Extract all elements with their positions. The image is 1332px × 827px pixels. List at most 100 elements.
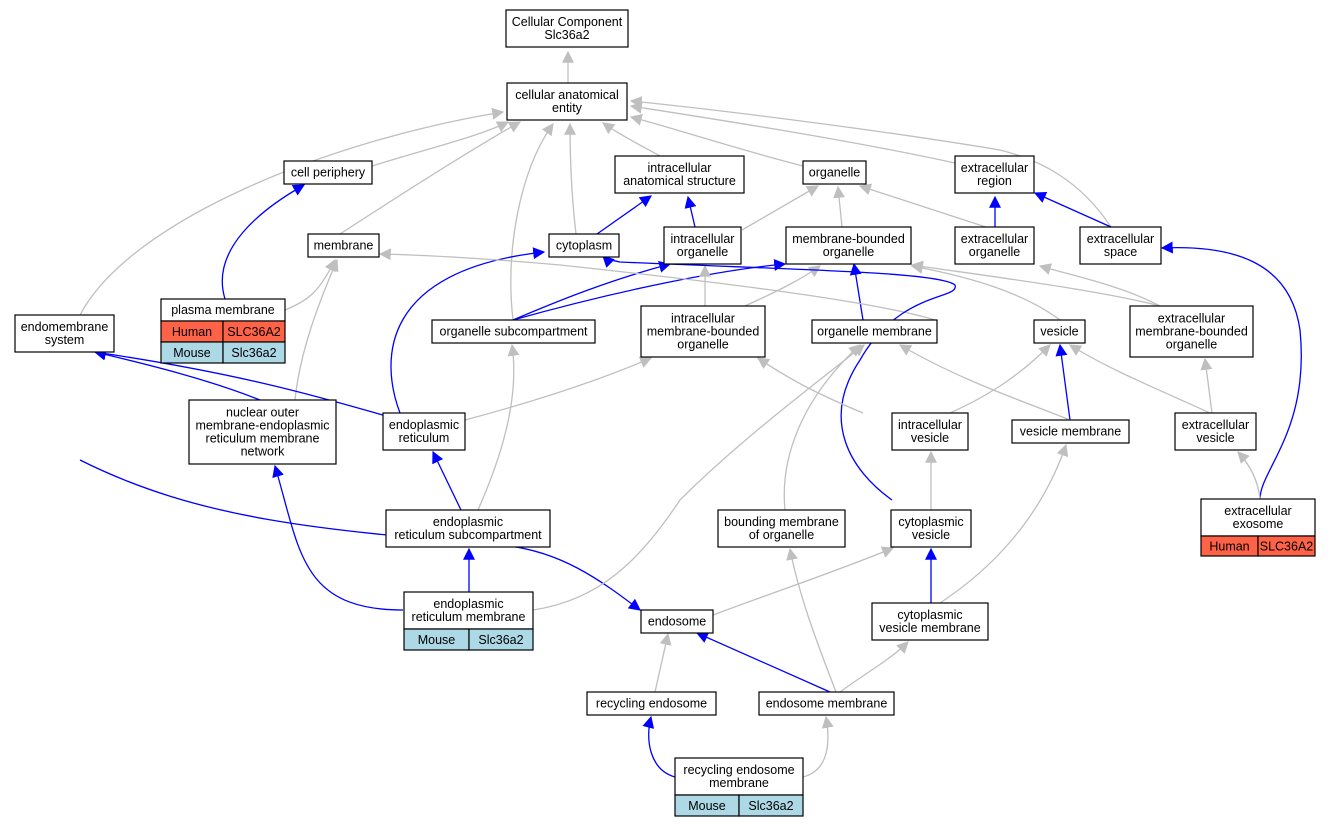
node-label-line: recycling endosome: [596, 697, 707, 711]
node-label-line: Slc36a2: [544, 28, 589, 42]
is-a-edge: [1237, 451, 1261, 500]
part-of-edge: [849, 262, 864, 321]
node-label-line: reticulum membrane: [412, 610, 526, 624]
is-a-edge: [783, 344, 861, 511]
gene-label: SLC36A2: [227, 325, 281, 339]
node-label-line: entity: [552, 101, 583, 115]
node-membrane[interactable]: membrane: [307, 233, 380, 258]
node-nomer[interactable]: nuclear outermembrane-endoplasmicreticul…: [188, 399, 337, 465]
gene-cell: [1257, 535, 1316, 557]
is-a-edge: [79, 107, 505, 316]
node-label-line: intracellular: [898, 418, 962, 432]
part-of-edge: [272, 464, 404, 611]
is-a-edge: [786, 547, 837, 693]
is-a-edge: [477, 343, 520, 511]
is-a-edge: [757, 357, 864, 414]
node-label-line: of organelle: [749, 528, 814, 542]
gene-label: Slc36a2: [231, 346, 276, 360]
node-label-line: membrane-bounded: [792, 232, 905, 246]
is-a-edge: [858, 183, 996, 231]
is-a-edge: [898, 344, 1071, 421]
node-label-line: extracellular: [1158, 312, 1225, 326]
is-a-edge: [712, 546, 895, 616]
is-a-edge: [833, 185, 846, 228]
is-a-edge: [949, 344, 1051, 414]
node-label-line: cytoplasmic: [897, 608, 962, 622]
node-endosome[interactable]: endosome: [640, 609, 714, 634]
node-endmem[interactable]: endosome membrane: [758, 691, 895, 716]
gene-cell: [738, 794, 804, 817]
species-label: Human: [172, 325, 212, 339]
species-label: Mouse: [418, 633, 456, 647]
node-vesmem[interactable]: vesicle membrane: [1011, 419, 1130, 444]
node-label-line: cytoplasm: [556, 239, 612, 253]
is-a-edge: [510, 123, 554, 321]
node-vesicle[interactable]: vesicle: [1033, 319, 1086, 344]
node-label-line: endosome membrane: [766, 697, 888, 711]
node-label-line: reticulum: [399, 431, 450, 445]
part-of-edge: [642, 715, 676, 778]
node-box: [954, 155, 1035, 194]
is-a-edge: [839, 641, 909, 693]
part-of-edge: [602, 255, 956, 501]
node-label-line: extracellular: [1087, 232, 1154, 246]
node-label-line: membrane-bounded: [647, 325, 760, 339]
node-orgmem[interactable]: organelle membrane: [811, 319, 938, 344]
node-label-line: extracellular: [961, 161, 1028, 175]
part-of-edge: [93, 348, 261, 401]
node-label-line: region: [977, 174, 1012, 188]
node-box: [548, 233, 620, 258]
node-label-line: organelle: [809, 166, 860, 180]
node-osub[interactable]: organelle subcompartment: [431, 319, 596, 344]
part-of-edge: [221, 184, 306, 300]
is-a-edge: [564, 122, 577, 235]
node-recend[interactable]: recycling endosome: [586, 691, 717, 716]
is-a-edge: [654, 632, 672, 693]
node-cytoplasm[interactable]: cytoplasm: [548, 233, 620, 258]
node-box: [663, 226, 742, 265]
node-organelle[interactable]: organelle: [802, 160, 867, 185]
node-label-line: organelle: [969, 245, 1020, 259]
node-label-line: intracellular: [648, 161, 712, 175]
node-label-line: organelle subcompartment: [440, 325, 589, 339]
node-box: [403, 591, 534, 630]
node-label-line: organelle membrane: [817, 325, 932, 339]
node-label-line: exosome: [1233, 517, 1284, 531]
node-label-line: endoplasmic: [433, 597, 503, 611]
is-a-edge: [802, 715, 834, 778]
node-box: [505, 9, 629, 48]
node-box: [1129, 305, 1254, 358]
is-a-edge: [744, 265, 821, 307]
is-a-edge: [629, 96, 1112, 228]
part-of-edge: [1033, 191, 1112, 228]
node-box: [640, 305, 766, 358]
node-label-line: extracellular: [1182, 418, 1249, 432]
node-box: [890, 509, 972, 548]
node-box: [640, 609, 714, 634]
gene-cell: [468, 628, 534, 651]
node-cellper[interactable]: cell periphery: [283, 160, 373, 185]
